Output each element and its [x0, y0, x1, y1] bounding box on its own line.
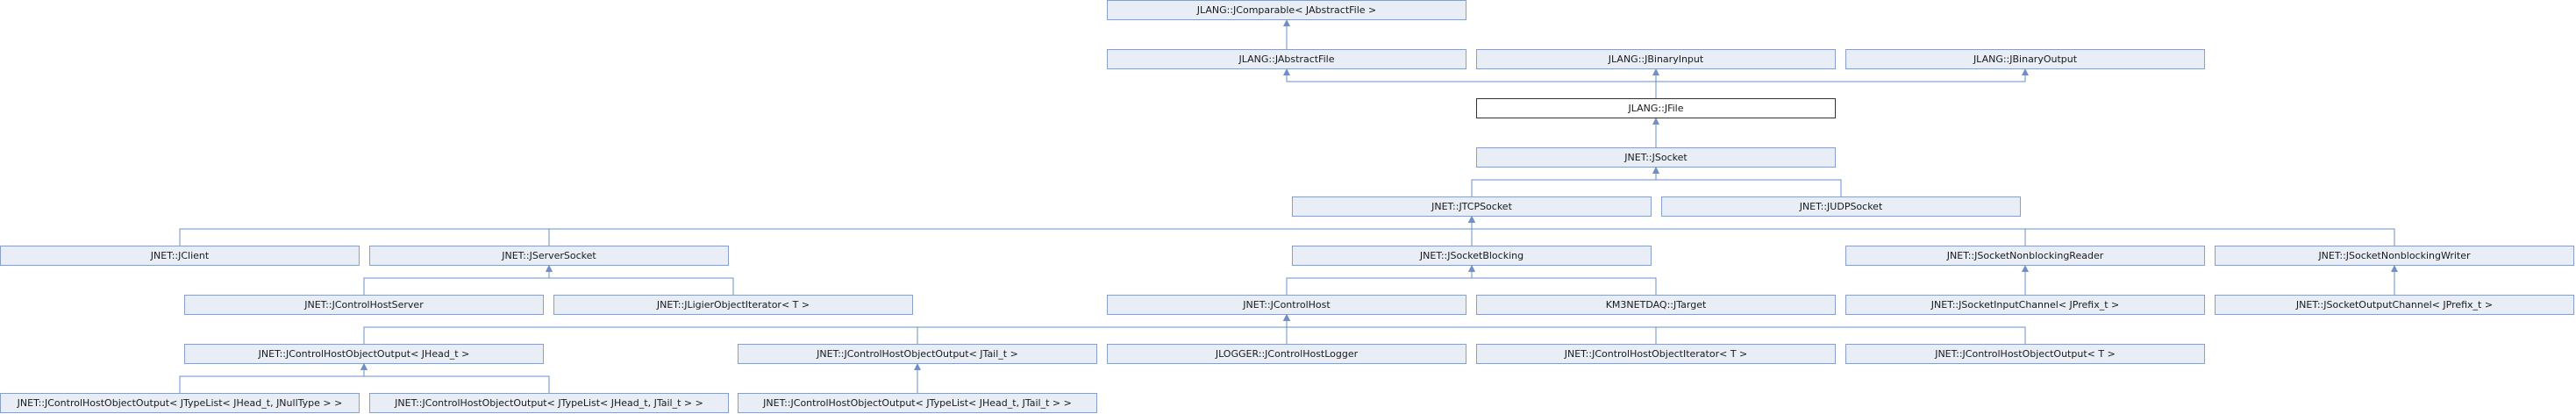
edge-jcontrolhost-to-jsocketblocking	[1286, 265, 1475, 295]
class-jcontrolhostobjectoutput-typelist-head-tail[interactable]: JNET::JControlHostObjectOutput< JTypeLis…	[369, 393, 729, 413]
class-jcomparable-jabstractfile[interactable]: JLANG::JComparable< JAbstractFile >	[1107, 0, 1466, 20]
edge-jserversocket-to-jtcpsocket	[548, 216, 1475, 246]
edge-judpsocket-to-jsocket	[1652, 167, 1842, 196]
class-jsocketblocking[interactable]: JNET::JSocketBlocking	[1292, 246, 1652, 266]
edge-jtarget-to-jsocketblocking	[1468, 265, 1657, 295]
class-jsocketinputchannel[interactable]: JNET::JSocketInputChannel< JPrefix_t >	[1845, 295, 2205, 315]
class-jcontrolhostserver[interactable]: JNET::JControlHostServer	[184, 295, 544, 315]
edge-jchoo_t-to-jcontrolhost	[1283, 314, 2026, 344]
class-jsocketnonblockingwriter[interactable]: JNET::JSocketNonblockingWriter	[2215, 246, 2574, 266]
class-jcontrolhostobjectoutput-typelist-head-tail-2[interactable]: JNET::JControlHostObjectOutput< JTypeLis…	[738, 393, 1097, 413]
class-jfile: JLANG::JFile	[1476, 98, 1836, 118]
class-jcontrolhostobjectiterator-t[interactable]: JNET::JControlHostObjectIterator< T >	[1476, 344, 1836, 364]
class-jcontrolhost[interactable]: JNET::JControlHost	[1107, 295, 1466, 315]
edge-jfile-to-jabstractfile	[1283, 68, 1657, 98]
edge-jclient-to-jtcpsocket	[179, 216, 1475, 246]
class-jsocketoutputchannel[interactable]: JNET::JSocketOutputChannel< JPrefix_t >	[2215, 295, 2574, 315]
class-jbinaryinput[interactable]: JLANG::JBinaryInput	[1476, 49, 1836, 69]
edge-jtcpsocket-to-jsocket	[1471, 167, 1659, 196]
class-jtarget[interactable]: KM3NETDAQ::JTarget	[1476, 295, 1836, 315]
edge-jchoi_t-to-jcontrolhost	[1283, 314, 1657, 344]
class-jligierobjectiterator[interactable]: JNET::JLigierObjectIterator< T >	[553, 295, 913, 315]
edge-jligierobjectiterator-to-jserversocket	[546, 265, 734, 295]
edge-jchoo_tl_null-to-jchoo_head	[179, 363, 367, 393]
edge-jchoo_tail-to-jcontrolhost	[917, 314, 1290, 344]
edge-jsocketnonblockingreader-to-jtcpsocket	[1468, 216, 2026, 246]
edge-jchoo_tl_a-to-jchoo_head	[360, 363, 550, 393]
class-jbinaryoutput[interactable]: JLANG::JBinaryOutput	[1845, 49, 2205, 69]
class-jcontrolhostlogger[interactable]: JLOGGER::JControlHostLogger	[1107, 344, 1466, 364]
class-judpsocket[interactable]: JNET::JUDPSocket	[1661, 196, 2021, 217]
class-jcontrolhostobjectoutput-jtail[interactable]: JNET::JControlHostObjectOutput< JTail_t …	[738, 344, 1097, 364]
class-jsocketnonblockingreader[interactable]: JNET::JSocketNonblockingReader	[1845, 246, 2205, 266]
class-jcontrolhostobjectoutput-jhead[interactable]: JNET::JControlHostObjectOutput< JHead_t …	[184, 344, 544, 364]
edge-jchoo_head-to-jcontrolhost	[363, 314, 1290, 344]
class-jserversocket[interactable]: JNET::JServerSocket	[369, 246, 729, 266]
class-jtcpsocket[interactable]: JNET::JTCPSocket	[1292, 196, 1652, 217]
class-jcontrolhostobjectoutput-t[interactable]: JNET::JControlHostObjectOutput< T >	[1845, 344, 2205, 364]
class-jabstractfile[interactable]: JLANG::JAbstractFile	[1107, 49, 1466, 69]
edge-jcontrolhostserver-to-jserversocket	[363, 265, 553, 295]
class-jsocket[interactable]: JNET::JSocket	[1476, 147, 1836, 168]
class-jclient[interactable]: JNET::JClient	[0, 246, 360, 266]
class-jcontrolhostobjectoutput-typelist-nulltype[interactable]: JNET::JControlHostObjectOutput< JTypeLis…	[0, 393, 360, 413]
edge-jsocketnonblockingwriter-to-jtcpsocket	[1468, 216, 2395, 246]
edge-jfile-to-jbinaryoutput	[1655, 68, 2029, 98]
